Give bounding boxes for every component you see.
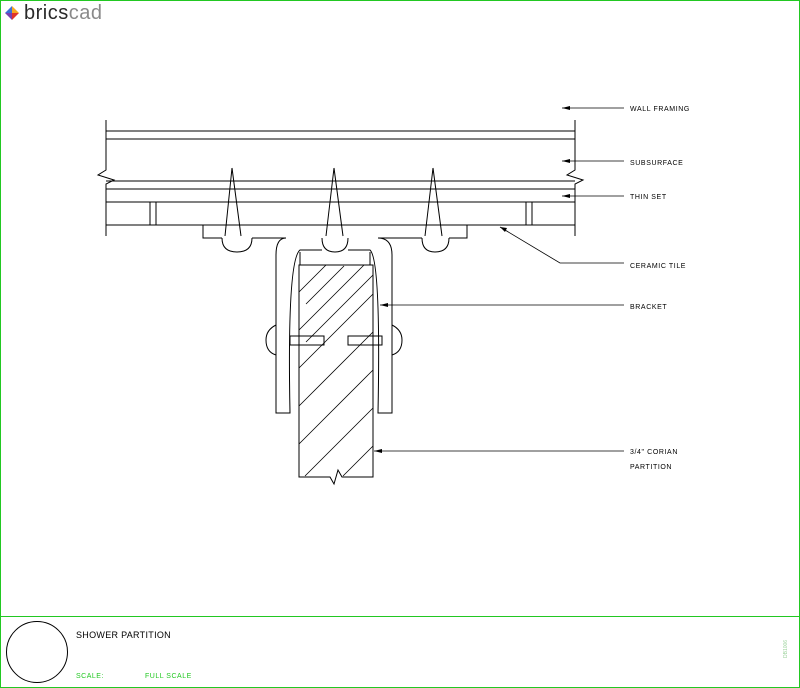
anchor-screw — [424, 167, 443, 237]
screw-head — [321, 237, 349, 253]
callout-partition: PARTITION — [630, 464, 672, 471]
arrowhead — [562, 159, 570, 163]
title-block: SHOWER PARTITION SCALE: FULL SCALE — [0, 616, 799, 688]
callout-ceramic-tile: CERAMIC TILE — [630, 263, 686, 270]
partition-hatch — [298, 264, 327, 293]
bracket-flange — [202, 225, 468, 239]
logo-text-bold: brics — [24, 2, 69, 24]
arrowhead — [562, 106, 570, 110]
tile-joint — [149, 201, 157, 226]
bolt-slot-right — [347, 335, 383, 346]
bolt-slot-left — [289, 335, 325, 346]
screw-head — [421, 237, 450, 253]
partition-hatch — [298, 264, 365, 331]
corian-partition — [298, 264, 374, 486]
arrowhead — [500, 227, 507, 232]
callout-wall-framing: WALL FRAMING — [630, 106, 690, 113]
anchor-screw — [224, 167, 242, 237]
callout-thinset: THIN SET — [630, 194, 667, 201]
partition-hatch — [298, 331, 374, 407]
scale-value: FULL SCALE — [145, 673, 192, 680]
partition-hatch — [305, 265, 345, 305]
left-wall-edge — [96, 120, 116, 236]
arrowhead — [380, 303, 388, 307]
detail-reference-circle — [6, 621, 68, 683]
leader-ceramic-tile — [499, 226, 624, 264]
partition-hatch — [298, 369, 374, 445]
shower-partition-detail: WALL FRAMING SUBSURFACE THIN SET CERAMIC… — [96, 106, 690, 486]
callout-subsurface: SUBSURFACE — [630, 160, 683, 167]
bricscad-logo: bricscad — [4, 2, 102, 24]
bolt-head-left — [265, 324, 277, 356]
anchor-screw — [325, 167, 344, 237]
arrowhead — [374, 449, 382, 453]
partition-hatch — [304, 407, 374, 477]
callout-corian: 3/4" CORIAN — [630, 449, 678, 456]
bracket-inner — [299, 252, 371, 265]
partition-hatch — [342, 445, 374, 477]
logo-text-light: cad — [68, 2, 103, 24]
right-wall-edge — [565, 120, 585, 236]
logo-text: bricscad — [24, 3, 102, 23]
partition-hatch — [298, 293, 374, 369]
drawing-title: SHOWER PARTITION — [76, 630, 171, 640]
tile-joint — [525, 201, 533, 226]
bracket-leg-right — [348, 237, 393, 414]
partition-hatch — [305, 274, 374, 343]
callout-bracket: BRACKET — [630, 304, 667, 311]
reference-code: DB1006 — [783, 639, 789, 658]
bricscad-logo-icon — [5, 6, 19, 20]
screw-head — [221, 237, 253, 253]
bolt-head-right — [391, 324, 403, 356]
arrowhead — [562, 194, 570, 198]
bracket-leg-left — [275, 237, 322, 414]
scale-label: SCALE: — [76, 673, 104, 680]
